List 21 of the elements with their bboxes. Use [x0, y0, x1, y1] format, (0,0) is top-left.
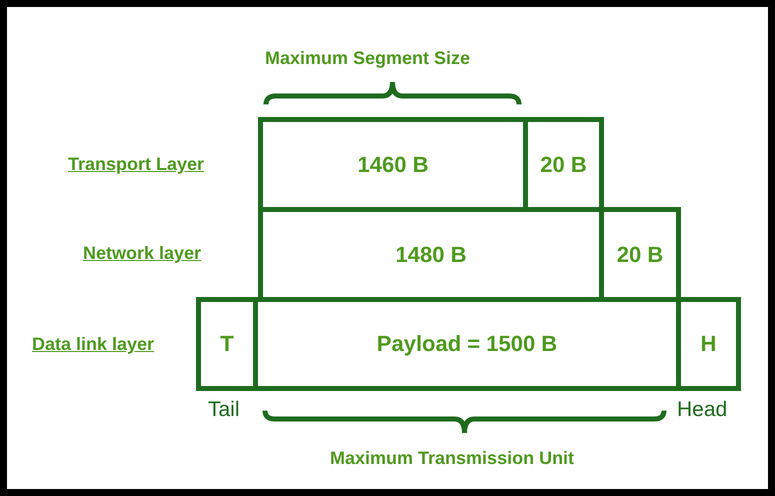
- layer-name: Transport Layer: [68, 154, 204, 175]
- field-size-text: 20 B: [616, 242, 664, 268]
- field-box: [258, 212, 604, 302]
- brace-label: Maximum Segment Size: [265, 48, 470, 69]
- field-size-text: 1460 B: [358, 152, 428, 178]
- field-size-text: H: [700, 331, 716, 357]
- field-box: [528, 117, 604, 212]
- layer-name: Data link layer: [32, 334, 154, 355]
- field-size-text: T: [220, 331, 234, 357]
- side-caption: Tail: [208, 398, 240, 422]
- brace-label: Maximum Transmission Unit: [330, 448, 574, 469]
- field-size-text: 1480 B: [396, 242, 466, 268]
- field-size-text: Payload = 1500 B: [376, 331, 558, 357]
- field-size-text: 20 B: [540, 152, 587, 178]
- field-box: [258, 302, 681, 391]
- field-box: [681, 297, 741, 391]
- field-box: [196, 297, 258, 391]
- field-box: [604, 207, 681, 302]
- layer-name: Network layer: [83, 243, 202, 264]
- side-caption: Head: [677, 398, 728, 422]
- field-box: [258, 117, 528, 212]
